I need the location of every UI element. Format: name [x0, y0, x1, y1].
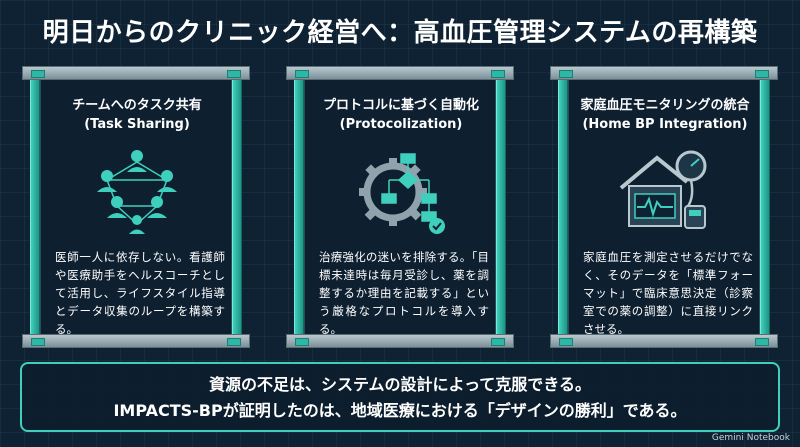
pillar-column-right [760, 80, 770, 334]
pillar-panel: 家庭血圧モニタリングの統合 (Home BP Integration) 家庭血圧… [568, 80, 761, 336]
pillar-base [22, 334, 250, 348]
conclusion-line-1: 資源の不足は、システムの設計によって克服できる。 [209, 375, 591, 394]
pillar-capital [22, 66, 250, 80]
pillar-column-right [232, 80, 242, 334]
pillar-panel: チームへのタスク共有 (Task Sharing) 医師一人に依存しない。看護師… [40, 80, 233, 336]
pillar-panel: プロトコルに基づく自動化 (Protocolization) [304, 80, 497, 336]
pillar-capital [286, 66, 514, 80]
pillar-body: 治療強化の迷いを排除する。「目標未達時は毎月受診し、薬を調整するか理由を記載する… [319, 250, 489, 336]
pillar-subtitle: (Home BP Integration) [582, 117, 748, 132]
pillar-column-left [30, 80, 40, 334]
pillar-base [550, 334, 778, 348]
home-bp-monitor-icon [619, 150, 707, 229]
team-network-icon [97, 150, 177, 234]
pillar-body: 家庭血圧を測定させるだけでなく、そのデータを「標準フォーマット」で臨床意思決定（… [583, 250, 753, 336]
gear-flowchart-icon [359, 153, 445, 234]
pillar-capital [550, 66, 778, 80]
pillar-column-left [558, 80, 568, 334]
pillar-task-sharing: チームへのタスク共有 (Task Sharing) 医師一人に依存しない。看護師… [22, 66, 250, 348]
pillar-body: 医師一人に依存しない。看護師や医療助手をヘルスコーチとして活用し、ライフスタイル… [55, 250, 225, 336]
conclusion-banner: 資源の不足は、システムの設計によって克服できる。 IMPACTS-BPが証明した… [20, 362, 780, 432]
pillar-title: チームへのタスク共有 (Task Sharing) [41, 96, 233, 134]
page-title: 明日からのクリニック経営へ：高血圧管理システムの再構築 [42, 18, 758, 48]
pillar-title: プロトコルに基づく自動化 (Protocolization) [305, 96, 497, 134]
pillar-subtitle: (Task Sharing) [84, 117, 190, 132]
conclusion-line-2: IMPACTS-BPが証明したのは、地域医療における「デザインの勝利」である。 [113, 401, 687, 420]
pillar-base [286, 334, 514, 348]
pillar-column-left [294, 80, 304, 334]
watermark: Gemini Notebook [711, 433, 790, 443]
pillar-protocolization: プロトコルに基づく自動化 (Protocolization) [286, 66, 514, 348]
pillar-column-right [496, 80, 506, 334]
pillar-title: 家庭血圧モニタリングの統合 (Home BP Integration) [569, 96, 761, 134]
pillar-subtitle: (Protocolization) [339, 117, 463, 132]
pillar-home-bp: 家庭血圧モニタリングの統合 (Home BP Integration) 家庭血圧… [550, 66, 778, 348]
